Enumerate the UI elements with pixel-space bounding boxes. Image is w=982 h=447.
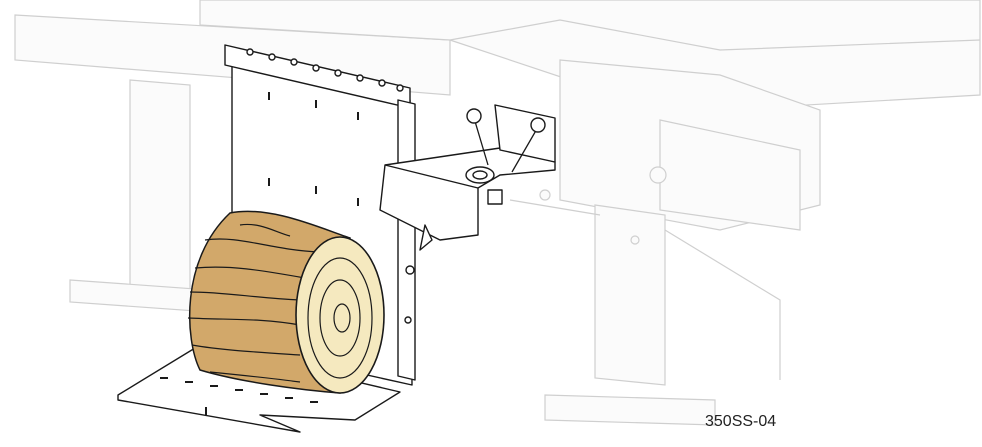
left-leg — [129, 79, 191, 291]
tree-ring — [319, 279, 361, 357]
lever-knob-right — [530, 117, 546, 133]
beam-edge — [449, 19, 981, 51]
bolt — [630, 235, 640, 245]
right-leg — [594, 204, 666, 386]
hinge-pin — [419, 224, 433, 251]
bolt — [539, 189, 551, 201]
bolt — [404, 316, 412, 324]
control-valve — [379, 104, 556, 251]
crossbar — [509, 199, 601, 216]
tree-ring — [333, 303, 351, 333]
side-channel — [397, 99, 416, 381]
valve-port — [472, 170, 488, 180]
bolt — [649, 166, 667, 184]
lever-right — [511, 126, 539, 173]
brace — [664, 229, 781, 380]
bark-lines — [187, 223, 321, 383]
bolt — [405, 265, 415, 275]
hinge-knuckles — [246, 48, 404, 92]
foot-plate-slots — [160, 377, 318, 415]
bracket-edge — [384, 164, 479, 189]
background-frame — [14, 0, 981, 426]
log — [187, 210, 385, 394]
tree-ring — [307, 257, 373, 379]
right-foot — [544, 394, 716, 426]
valve-fitting — [487, 189, 503, 205]
log-end — [295, 236, 385, 394]
plate-slots — [268, 92, 359, 206]
lever-knob-left — [466, 108, 482, 124]
figure-id-label: 350SS-04 — [705, 413, 777, 430]
lever-left — [473, 117, 489, 166]
